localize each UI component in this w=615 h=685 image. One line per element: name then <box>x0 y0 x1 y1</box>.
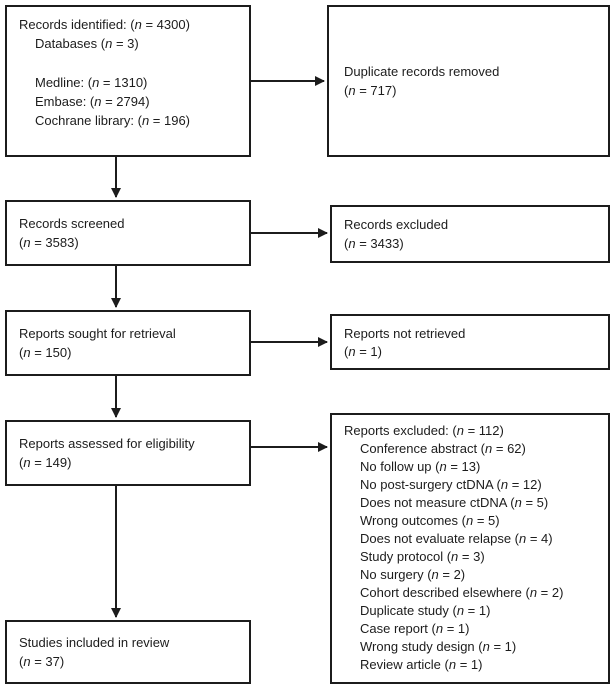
text-line: (n = 149) <box>19 455 72 470</box>
text-line: Cochrane library: (n = 196) <box>35 113 191 129</box>
text-line: Reports assessed for eligibility <box>19 435 195 451</box>
text-line: No post-surgery ctDNA (n = 12) <box>360 477 542 492</box>
text-line: Medline: (n = 1310) <box>35 74 148 90</box>
box-studies-included-in-review: Studies included in review (n = 37) <box>5 620 251 684</box>
text-line: Databases (n = 3) <box>35 36 139 52</box>
box-records-identified: Records identified: (n = 4300) Databases … <box>5 5 251 157</box>
text-line: Reports not retrieved <box>344 326 466 341</box>
text-line: Records screened <box>19 215 125 231</box>
text-line: Wrong outcomes (n = 5) <box>360 513 500 528</box>
text-line: No surgery (n = 2) <box>360 567 466 582</box>
text-line: (n = 717) <box>344 83 397 98</box>
text-line: (n = 1) <box>344 344 382 359</box>
text-line: Records excluded <box>344 217 449 232</box>
text-line: Wrong study design (n = 1) <box>360 639 517 654</box>
text-line: Duplicate records removed <box>344 63 500 79</box>
text-line: Reports sought for retrieval <box>19 325 176 341</box>
box-records-excluded: Records excluded (n = 3433) <box>330 205 610 263</box>
text-line: Studies included in review <box>19 634 170 650</box>
text-line: Does not measure ctDNA (n = 5) <box>360 495 549 510</box>
box-reports-sought-for-retrieval: Reports sought for retrieval (n = 150) <box>5 310 251 376</box>
text-line: Does not evaluate relapse (n = 4) <box>360 531 553 546</box>
text-line: Case report (n = 1) <box>360 621 470 636</box>
box-reports-not-retrieved: Reports not retrieved (n = 1) <box>330 314 610 370</box>
text-line: (n = 150) <box>19 345 72 360</box>
box-reports-excluded: Reports excluded: (n = 112) Conference ab… <box>330 413 610 684</box>
text-line <box>19 53 237 72</box>
box-records-screened: Records screened (n = 3583) <box>5 200 251 266</box>
text-line: Embase: (n = 2794) <box>35 93 150 109</box>
text-line: (n = 3433) <box>344 236 404 251</box>
text-line: (n = 3583) <box>19 235 79 250</box>
text-line: Conference abstract (n = 62) <box>360 441 526 456</box>
text-line: Cohort described elsewhere (n = 2) <box>360 585 564 600</box>
text-line: Study protocol (n = 3) <box>360 549 485 564</box>
text-line: Review article (n = 1) <box>360 657 483 672</box>
text-line: Reports excluded: (n = 112) <box>344 423 504 438</box>
text-line: (n = 37) <box>19 654 65 669</box>
box-duplicate-records-removed: Duplicate records removed (n = 717) <box>327 5 610 157</box>
text-line: No follow up (n = 13) <box>360 459 481 474</box>
text-line: Records identified: (n = 4300) <box>19 17 190 32</box>
box-reports-assessed-for-eligibility: Reports assessed for eligibility (n = 149… <box>5 420 251 486</box>
text-line: Duplicate study (n = 1) <box>360 603 491 618</box>
